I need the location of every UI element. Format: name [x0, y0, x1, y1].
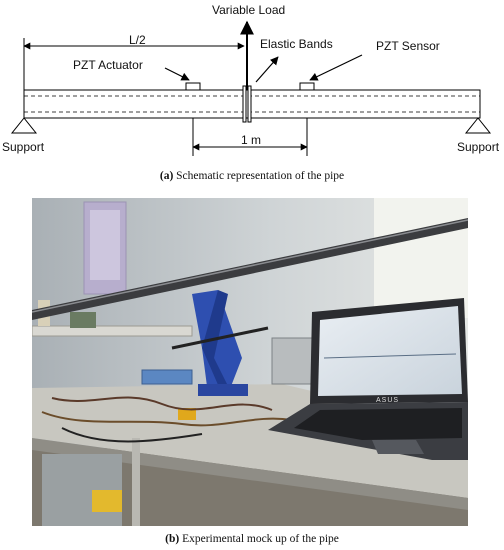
schematic-caption: (a) Schematic representation of the pipe: [0, 170, 504, 182]
yellow-device: [178, 408, 196, 420]
photo-window: [374, 198, 468, 318]
wall-shelf: [32, 325, 193, 337]
elastic-bands-pointer: [255, 56, 279, 83]
cable-bundle: [61, 427, 203, 443]
photo-caption: (b) Experimental mock up of the pipe: [0, 533, 504, 545]
scissor-jack-base: [198, 384, 248, 396]
cable-bundle: [41, 411, 293, 427]
pipe-body: [23, 89, 481, 119]
jack-screw-rod: [171, 326, 269, 350]
laptop-screen: [318, 306, 462, 396]
elastic-bands-label: Elastic Bands: [260, 37, 333, 51]
pipe-schematic: [10, 20, 492, 156]
pzt-actuator-block: [185, 82, 201, 91]
cable-bundle: [51, 396, 273, 411]
pzt-sensor-block: [299, 82, 315, 91]
elastic-band-left: [242, 85, 247, 123]
wall-poster-inner: [90, 210, 120, 280]
table-leg: [132, 438, 140, 526]
photo-caption-text: Experimental mock up of the pipe: [182, 533, 339, 545]
shelf-item: [70, 312, 96, 328]
variable-load-label: Variable Load: [212, 3, 286, 17]
distance-label: 1 m: [241, 133, 262, 147]
half-length-label: L/2: [129, 33, 146, 47]
support-left-label: Support: [2, 140, 45, 154]
laptop-brand-label: ASUS: [376, 397, 400, 404]
scissor-jack-arm: [202, 290, 232, 394]
laptop-screen-plot: [323, 353, 457, 359]
yellow-case: [92, 490, 122, 512]
photo-pipe-highlight: [32, 219, 468, 313]
signal-generator: [141, 369, 193, 385]
schematic-caption-tag: (a): [159, 170, 174, 182]
pzt-actuator-pointer: [164, 67, 190, 81]
schematic-caption-text: Schematic representation of the pipe: [176, 170, 345, 182]
elastic-band-right: [247, 85, 252, 123]
gray-instrument-box: [271, 337, 313, 385]
lab-table-edge: [32, 438, 468, 510]
photo-caption-tag: (b): [165, 533, 180, 545]
support-right-triangle: [464, 117, 492, 134]
experimental-photo: ASUS: [32, 198, 468, 526]
support-right-label: Support: [457, 140, 500, 154]
support-left-triangle: [10, 117, 38, 134]
pzt-sensor-label: PZT Sensor: [376, 39, 440, 53]
laptop-keyboard: [294, 408, 462, 440]
pzt-actuator-label: PZT Actuator: [73, 58, 143, 72]
laptop-touchpad: [372, 440, 424, 454]
pzt-sensor-pointer: [309, 54, 363, 81]
